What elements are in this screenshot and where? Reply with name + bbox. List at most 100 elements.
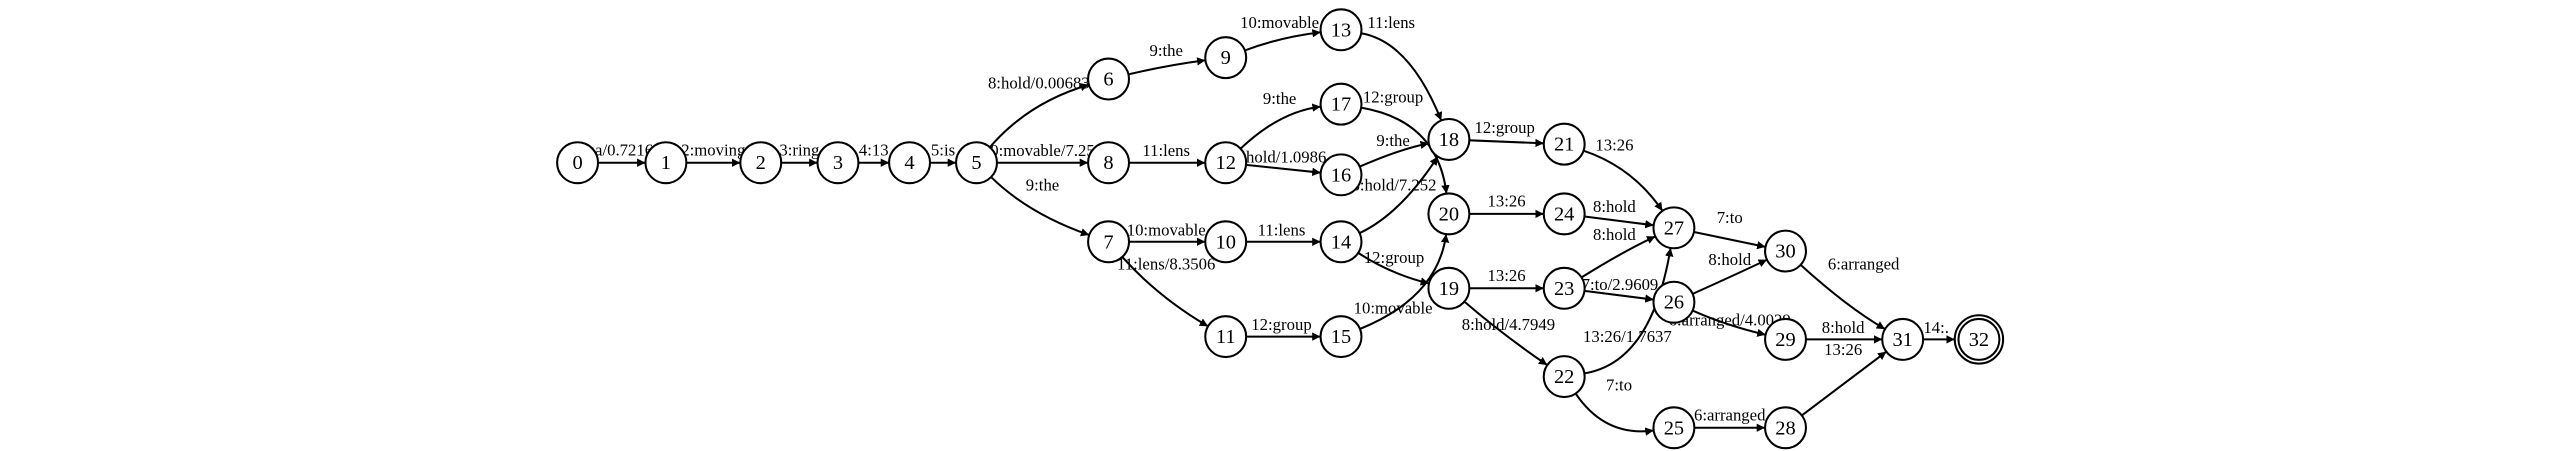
node-label-23: 23 xyxy=(1554,278,1574,300)
edge-label-7-11: 11:lens/8.3506 xyxy=(1117,255,1215,274)
edge-label-17-20: 12:group xyxy=(1363,87,1423,106)
node-label-9: 9 xyxy=(1221,47,1231,69)
edge-label-12-17: 9:the xyxy=(1263,89,1296,108)
node-circle-4 xyxy=(888,141,932,185)
node-23: 23 xyxy=(1542,266,1586,310)
edge-label-9-13: 10:movable xyxy=(1240,13,1319,32)
node-circle-29 xyxy=(1764,317,1807,361)
edge-label-5-8: 10:movable/7.252 xyxy=(982,141,1103,160)
node-label-30: 30 xyxy=(1775,241,1795,263)
edge-30-31 xyxy=(1799,264,1886,330)
node-6: 6 xyxy=(1087,57,1131,101)
node-circle-27 xyxy=(1652,206,1696,250)
edge-label-15-20: 10:movable xyxy=(1354,298,1433,317)
edge-22-25 xyxy=(1574,392,1654,436)
edge-6-9 xyxy=(1128,57,1206,76)
node-1: 1 xyxy=(644,141,688,185)
node-label-2: 2 xyxy=(756,152,766,174)
node-circle-10 xyxy=(1204,220,1248,264)
edge-26-29 xyxy=(1692,309,1766,337)
node-3: 3 xyxy=(816,141,860,185)
edge-9-13 xyxy=(1244,29,1321,52)
node-circle-31 xyxy=(1881,317,1925,361)
edge-23-26 xyxy=(1584,289,1654,303)
node-7: 7 xyxy=(1087,220,1131,264)
node-circle-18 xyxy=(1427,118,1471,161)
node-label-11: 11 xyxy=(1216,326,1236,348)
node-29: 29 xyxy=(1764,317,1807,361)
node-30: 30 xyxy=(1764,229,1807,273)
node-circle-22 xyxy=(1542,355,1586,399)
node-label-28: 28 xyxy=(1775,417,1795,439)
node-circle-13 xyxy=(1319,8,1363,52)
edge-label-13-18: 11:lens xyxy=(1367,13,1415,32)
edge-label-12-16: 8:hold/1.0986 xyxy=(1233,148,1326,167)
edge-17-20 xyxy=(1361,106,1450,194)
edge-5-7 xyxy=(990,176,1090,237)
node-circle-2 xyxy=(739,141,783,185)
node-circle-20 xyxy=(1427,192,1471,236)
edge-label-14-18: 8:hold/7.252 xyxy=(1352,176,1437,195)
node-label-3: 3 xyxy=(833,152,843,174)
edge-12-17 xyxy=(1239,103,1321,150)
node-label-29: 29 xyxy=(1775,329,1795,351)
edge-label-26-29: 6:arranged/4.0029 xyxy=(1669,310,1791,329)
node-15: 15 xyxy=(1319,315,1363,359)
node-label-12: 12 xyxy=(1215,152,1235,174)
node-label-8: 8 xyxy=(1103,152,1113,174)
edge-label-22-27: 13:26/1.7637 xyxy=(1583,327,1672,346)
edge-label-19-23: 13:26 xyxy=(1487,266,1525,285)
node-circle-26 xyxy=(1652,280,1696,324)
edge-label-0-1: 1:a/0.72168 xyxy=(582,140,661,159)
edge-label-22-25: 7:to xyxy=(1606,376,1632,395)
node-9: 9 xyxy=(1204,36,1248,80)
edge-label-26-30: 8:hold xyxy=(1708,250,1751,269)
edge-13-18 xyxy=(1360,32,1443,121)
node-label-10: 10 xyxy=(1215,231,1235,253)
node-label-5: 5 xyxy=(971,152,981,174)
edge-label-2-3: 3:ring xyxy=(779,140,820,159)
node-label-13: 13 xyxy=(1331,19,1351,41)
node-label-17: 17 xyxy=(1331,94,1351,116)
edge-label-1-2: 2:moving xyxy=(681,140,746,159)
node-label-20: 20 xyxy=(1439,203,1459,225)
node-circle-12 xyxy=(1204,141,1248,185)
node-label-1: 1 xyxy=(661,152,671,174)
edge-label-16-18: 9:the xyxy=(1376,131,1409,150)
node-label-27: 27 xyxy=(1664,217,1684,239)
node-circle-5 xyxy=(955,141,998,185)
node-11: 11 xyxy=(1204,315,1248,359)
edge-28-31 xyxy=(1801,350,1887,417)
node-19: 19 xyxy=(1427,266,1471,310)
node-4: 4 xyxy=(888,141,932,185)
edge-label-31-32: 14:. xyxy=(1923,318,1949,337)
node-label-15: 15 xyxy=(1331,326,1351,348)
edge-24-27 xyxy=(1584,215,1654,229)
edge-label-19-22: 8:hold/4.7949 xyxy=(1462,315,1555,334)
node-27: 27 xyxy=(1652,206,1696,250)
node-circle-19 xyxy=(1427,266,1471,310)
node-24: 24 xyxy=(1542,192,1586,236)
edge-26-30 xyxy=(1692,258,1768,295)
edge-label-7-10: 10:movable xyxy=(1127,220,1206,239)
node-circle-0 xyxy=(556,141,600,185)
node-circle-1 xyxy=(644,141,688,185)
edge-22-27 xyxy=(1584,247,1674,375)
edge-label-28-31: 13:26 xyxy=(1824,340,1862,359)
node-label-0: 0 xyxy=(572,152,582,174)
edge-12-16 xyxy=(1245,163,1321,176)
node-label-22: 22 xyxy=(1554,366,1574,388)
edge-label-23-26: 7:to/2.9609 xyxy=(1582,275,1659,294)
node-circle-23 xyxy=(1542,266,1586,310)
edge-label-24-27: 8:hold xyxy=(1593,197,1636,216)
edge-label-30-31: 6:arranged xyxy=(1828,255,1900,274)
node-circle-30 xyxy=(1764,229,1807,273)
edge-15-20 xyxy=(1359,234,1450,330)
edge-27-30 xyxy=(1693,230,1766,250)
edge-19-22 xyxy=(1463,300,1548,366)
edge-label-5-6: 8:hold/0.0068359 xyxy=(988,73,1106,92)
edge-14-19 xyxy=(1357,252,1430,286)
node-25: 25 xyxy=(1652,406,1696,450)
